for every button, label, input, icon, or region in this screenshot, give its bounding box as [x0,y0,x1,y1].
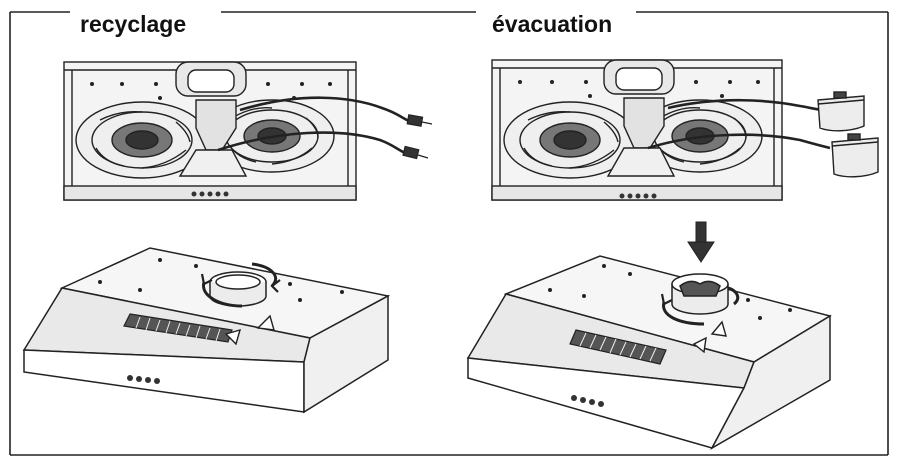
fan-icon [503,101,637,179]
control-buttons [571,395,604,407]
rotate-arrow-icon [660,286,740,326]
label-evacuation: évacuation [486,2,619,46]
evacuation-hood-exterior [466,255,832,450]
filter-icon [831,133,879,178]
arrow-down-icon [687,221,715,263]
fan-icon [75,101,209,179]
cable-connectors [217,96,413,156]
duct-collar [671,273,729,315]
cable-connectors [647,98,831,150]
duct-flap-icon [224,314,275,346]
vent-grille [569,329,667,365]
duct-flap-icon [692,320,727,354]
mounting-holes [98,258,344,302]
rotate-arrow-icon [200,262,281,308]
outer-frame [9,11,889,456]
label-recyclage: recyclage [74,2,193,46]
plug-connector [402,114,433,160]
duct-collar [209,271,267,307]
blower-housing [606,97,676,177]
filter-icon [817,91,865,132]
vent-grille [123,313,233,343]
mounting-holes [548,264,792,320]
blower-housing [178,99,248,177]
recyclage-hood-exterior [22,247,391,414]
control-buttons [127,375,160,384]
